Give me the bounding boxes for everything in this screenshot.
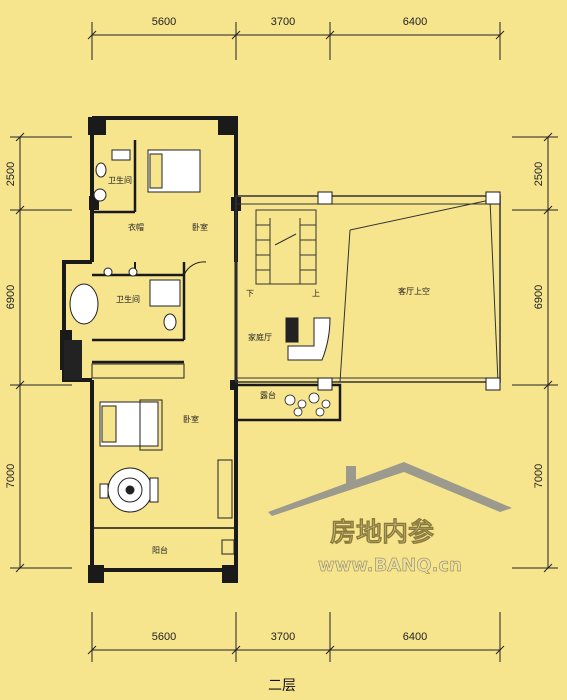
living-void	[235, 195, 501, 383]
terrace-plants	[284, 392, 331, 417]
top-dim-3: 6400	[403, 16, 427, 28]
round-table	[99, 467, 159, 513]
bottom-dim-1: 5600	[152, 631, 176, 643]
top-dim-1: 5600	[152, 16, 176, 28]
left-dim-3: 7000	[5, 464, 17, 488]
label-bedroom-upper: 卧室	[192, 222, 208, 232]
left-dim-2: 6900	[5, 285, 17, 309]
label-stair-up: 上	[312, 289, 320, 298]
bottom-dim-3: 6400	[403, 631, 427, 643]
label-terrace: 露台	[260, 390, 276, 400]
bath-fixtures-lower	[69, 267, 181, 331]
label-living-void: 客厅上空	[398, 286, 430, 296]
hatched-wall-bath	[64, 340, 82, 380]
left-dim-1: 2500	[5, 162, 17, 186]
sofa	[285, 317, 331, 361]
watermark-roof-icon	[268, 462, 512, 516]
void-posts	[317, 191, 501, 391]
right-dim-1: 2500	[533, 162, 545, 186]
label-bedroom-lower: 卧室	[183, 414, 199, 424]
label-bathroom-upper: 卫生间	[108, 175, 132, 185]
watermark-cn: 房地内参	[330, 517, 434, 548]
watermark-en: www.BANQ.cn	[318, 555, 462, 576]
label-balcony: 阳台	[152, 545, 168, 555]
top-dim-2: 3700	[271, 16, 295, 28]
top-dimension-line	[87, 22, 505, 60]
watermark: 房地内参 www.BANQ.cn	[268, 462, 512, 576]
label-family-hall: 家庭厅	[248, 332, 272, 342]
label-bathroom-lower: 卫生间	[116, 294, 140, 304]
bed-upper	[147, 149, 201, 193]
floor-label: 二层	[268, 678, 296, 694]
wardrobe	[91, 363, 235, 555]
bottom-dimension-line	[87, 612, 505, 662]
right-dim-3: 7000	[533, 464, 545, 488]
staircase	[255, 209, 317, 285]
bath-fixtures-upper	[93, 149, 131, 202]
right-dimension-line	[512, 132, 558, 573]
label-closet: 衣帽	[128, 222, 144, 232]
label-stair-down: 下	[246, 289, 254, 298]
left-dimension-line	[10, 132, 72, 573]
bottom-dim-2: 3700	[271, 631, 295, 643]
bed-lower	[99, 399, 163, 451]
right-dim-2: 6900	[533, 285, 545, 309]
